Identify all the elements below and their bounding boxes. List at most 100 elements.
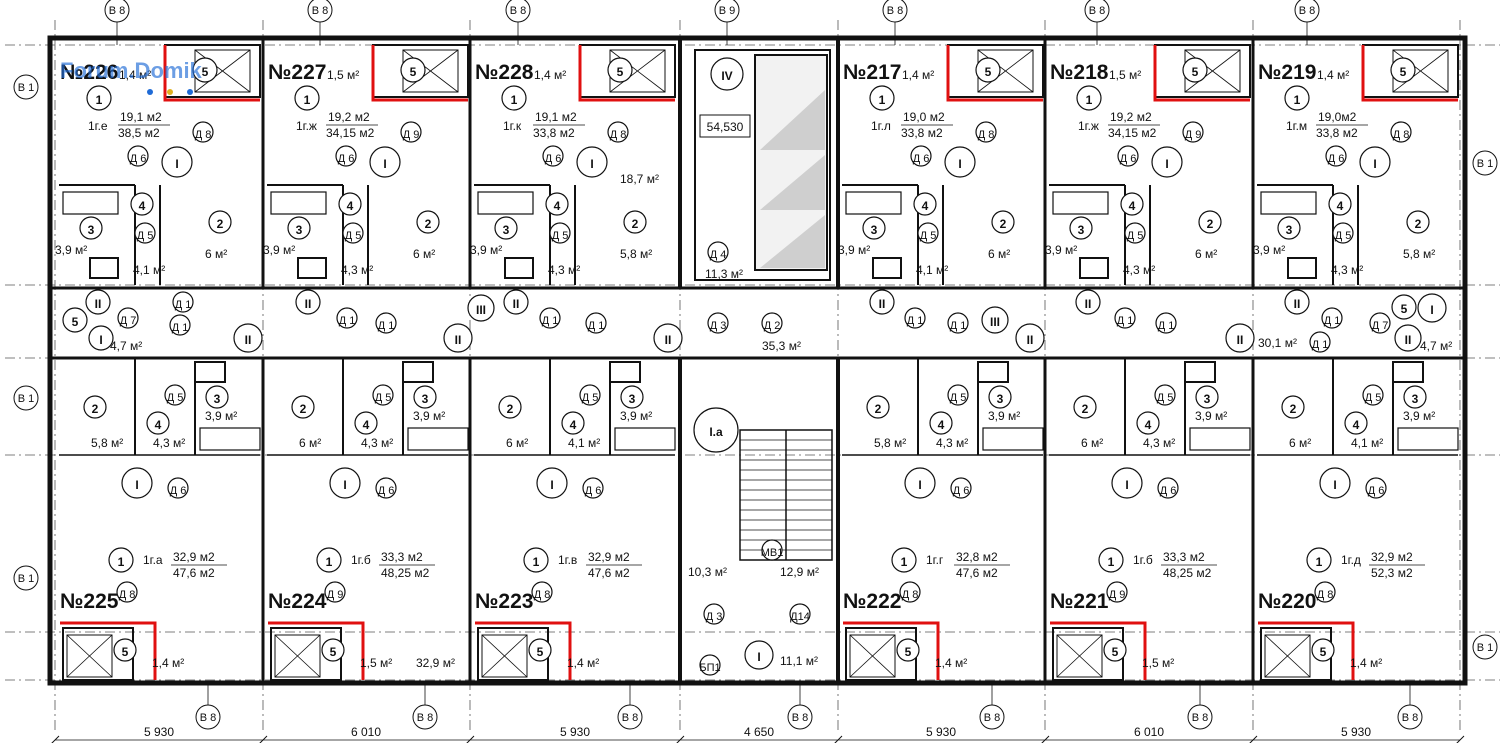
door-circle-number: Д 6 [338, 153, 355, 165]
washer-icon [1079, 257, 1109, 279]
living-area: 19,0м2 [1318, 110, 1357, 124]
room-1-number: 1 [533, 555, 540, 569]
room-i-number: I [175, 157, 178, 171]
dimension-text: 5 930 [560, 725, 590, 739]
corridor-area-right: 30,1 м² [1258, 336, 1297, 350]
room-2-number: 2 [300, 402, 307, 416]
total-area: 48,25 м2 [1163, 566, 1212, 580]
room-i-number: I [1333, 478, 1336, 492]
tag-circle-right [1472, 150, 1498, 176]
room-1 [316, 547, 342, 573]
door-circle [134, 222, 156, 244]
washer-icon [297, 257, 327, 279]
room-2 [83, 395, 107, 419]
washer-icon [1287, 257, 1317, 279]
room-4-number: 4 [938, 418, 945, 432]
corridor-room-ii-number: II [1405, 333, 1412, 347]
door-circle [336, 307, 358, 329]
balcony-cross-line [402, 49, 459, 93]
door-circle [582, 477, 604, 499]
room-2-number: 2 [1082, 402, 1089, 416]
room-i-number: I [918, 478, 921, 492]
apartment-code: 1г.м [1286, 119, 1307, 133]
top-tag: В 8 [109, 5, 126, 17]
balcony-area: 1,4 м² [534, 68, 566, 82]
room-4-number: 4 [570, 418, 577, 432]
corridor-room-ii-number: II [665, 333, 672, 347]
washer-icon [89, 257, 119, 279]
room-i-number: I [343, 478, 346, 492]
bp-circle [699, 654, 721, 676]
door-circle [1332, 222, 1354, 244]
room-area: 18,7 м² [620, 172, 659, 186]
corridor-room-ii [1225, 323, 1255, 353]
room-1-number: 1 [1294, 93, 1301, 107]
apartment-number: №224 [268, 590, 327, 613]
apartment-code: 1г.б [351, 553, 371, 567]
balcony-cross [481, 634, 528, 678]
balcony-cross [274, 634, 321, 678]
door-circle [947, 312, 969, 334]
room-3-number: 3 [1204, 392, 1211, 406]
corridor-room-ii-number: II [879, 297, 886, 311]
door-circle-number: Д 9 [327, 589, 344, 601]
room-2-number: 2 [1207, 217, 1214, 231]
room-4-number: 4 [922, 199, 929, 213]
room-4 [561, 411, 585, 435]
apartment-number: №218 [1050, 61, 1109, 84]
corridor-area: 4,3 м² [1123, 263, 1155, 277]
room-5 [113, 638, 137, 662]
room-5 [607, 57, 633, 83]
corridor-room-ii [443, 323, 473, 353]
core-code-box [699, 114, 751, 138]
door-circle-number: Д 5 [950, 392, 967, 404]
room-2-number: 2 [1290, 402, 1297, 416]
shaft-shading [760, 155, 825, 210]
dimension-tick [1041, 735, 1050, 743]
living-area: 33,3 м2 [381, 550, 423, 564]
corridor-room-iii [467, 294, 495, 322]
door-circle-number: Д 8 [610, 129, 627, 141]
door-circle [975, 121, 997, 143]
room-5-number: 5 [1192, 65, 1199, 79]
tag-circle-bottom [1187, 704, 1213, 730]
door-circle-number: Д 8 [978, 129, 995, 141]
room-4 [1328, 192, 1352, 216]
tag-circle-left [13, 74, 39, 100]
entry-area: 11,1 м² [780, 654, 818, 668]
corridor-area-right-2: 4,7 м² [1420, 339, 1452, 353]
bath-area: 3,9 м² [1195, 409, 1227, 423]
balcony-area: 1,5 м² [327, 68, 359, 82]
door-circle-number: Д 8 [195, 129, 212, 141]
door-circle-number: Д 2 [764, 320, 781, 332]
room-3-number: 3 [1286, 223, 1293, 237]
room-1-number: 1 [1316, 555, 1323, 569]
tag-circle-top [307, 0, 333, 23]
door-circle-number: Д 1 [588, 320, 605, 332]
door-circle [1114, 307, 1136, 329]
door-circle [117, 307, 139, 329]
highlight-balcony-top [1361, 45, 1458, 102]
left-tag: В 1 [18, 393, 35, 405]
door-circle [539, 307, 561, 329]
room-5-number: 5 [122, 645, 129, 659]
balcony-cross [1056, 634, 1103, 678]
door-circle-number: Д 8 [119, 589, 136, 601]
total-area: 38,5 м2 [118, 126, 160, 140]
highlight-balcony-top [371, 45, 468, 102]
mb-circle [761, 539, 783, 561]
door-circle [1155, 312, 1177, 334]
room-4-number: 4 [1145, 418, 1152, 432]
room-3-number: 3 [629, 392, 636, 406]
dimension-tick [1249, 735, 1258, 743]
room-3 [205, 385, 229, 409]
room-i [1151, 146, 1183, 178]
door-circle-number: Д 8 [1393, 129, 1410, 141]
room-2-number: 2 [632, 217, 639, 231]
top-tag: В 8 [1299, 5, 1316, 17]
